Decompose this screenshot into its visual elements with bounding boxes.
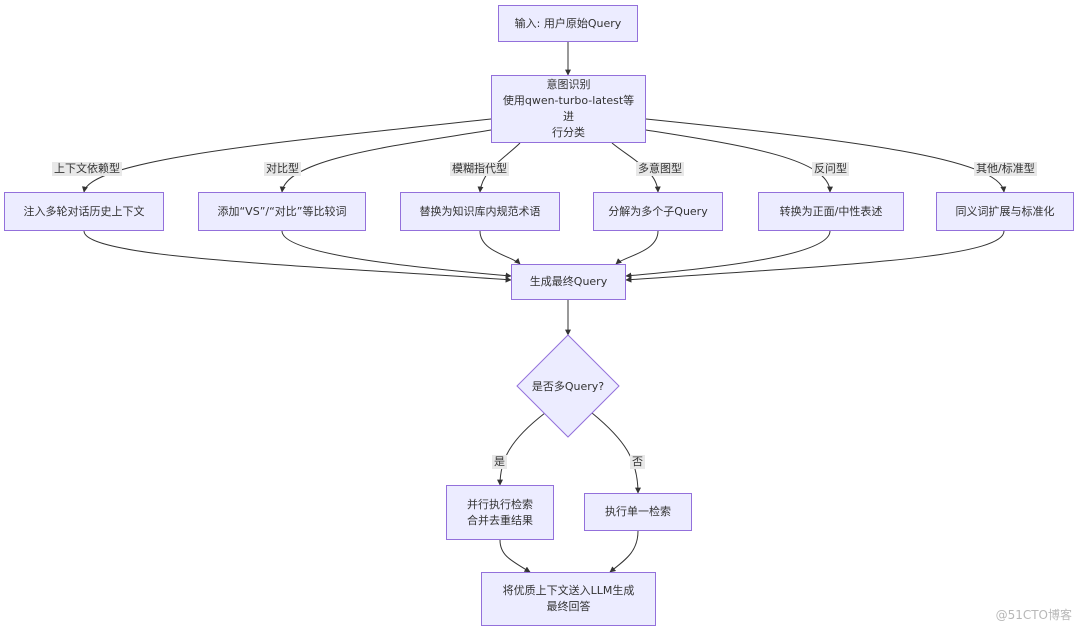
watermark: @51CTO博客 bbox=[995, 608, 1072, 622]
node-intent-recognition: 意图识别 使用qwen-turbo-latest等进 行分类 bbox=[491, 75, 646, 143]
edge-convert-generate bbox=[625, 230, 831, 279]
edge-label-no: 否 bbox=[630, 455, 645, 469]
edge-decision-single bbox=[591, 412, 641, 494]
node-parallel-retrieval: 并行执行检索 合并去重结果 bbox=[446, 485, 554, 540]
decision-label: 是否多Query? bbox=[531, 380, 605, 393]
edge-label-vague: 模糊指代型 bbox=[450, 162, 509, 176]
edge-single-final bbox=[609, 530, 639, 573]
edge-label-yes: 是 bbox=[492, 455, 507, 469]
node-inject-context: 注入多轮对话历史上下文 bbox=[4, 192, 164, 231]
edge-label-context: 上下文依赖型 bbox=[52, 162, 122, 176]
intent-line-1: 意图识别 bbox=[546, 78, 591, 91]
edge-label-compare: 对比型 bbox=[264, 162, 301, 176]
edge-label-rhetorical: 反问型 bbox=[812, 162, 849, 176]
edge-decision-parallel bbox=[497, 412, 546, 486]
edge-parallel-final bbox=[499, 539, 531, 573]
node-generate-query: 生成最终Query bbox=[511, 264, 626, 300]
edge-label-other: 其他/标准型 bbox=[974, 162, 1037, 176]
node-single-retrieval: 执行单一检索 bbox=[584, 493, 692, 531]
node-input: 输入: 用户原始Query bbox=[498, 5, 638, 42]
node-final-answer: 将优质上下文送入LLM生成 最终回答 bbox=[481, 572, 656, 626]
edge-decompose-generate bbox=[615, 230, 659, 265]
edge-label-multi: 多意图型 bbox=[636, 162, 684, 176]
edge-intent-convert bbox=[645, 129, 833, 193]
intent-line-3: 行分类 bbox=[552, 126, 585, 139]
node-add-compare: 添加“VS”/“对比”等比较词 bbox=[198, 192, 366, 231]
node-convert-neutral: 转换为正面/中性表述 bbox=[758, 192, 904, 231]
intent-line-2: 使用qwen-turbo-latest等进 bbox=[502, 94, 635, 123]
edge-intent-compare bbox=[279, 129, 492, 193]
edge-intent-synonym bbox=[645, 118, 1007, 193]
edge-inject-generate bbox=[83, 230, 512, 283]
node-synonym: 同义词扩展与标准化 bbox=[936, 192, 1074, 231]
node-replace-terms: 替换为知识库内规范术语 bbox=[400, 192, 560, 231]
decision-diamond bbox=[516, 334, 620, 438]
edge-replace-generate bbox=[479, 230, 521, 265]
edge-synonym-generate bbox=[625, 230, 1005, 283]
edge-intent-inject bbox=[82, 118, 492, 193]
node-decompose: 分解为多个子Query bbox=[593, 192, 723, 231]
edge-compare-generate bbox=[281, 230, 512, 279]
